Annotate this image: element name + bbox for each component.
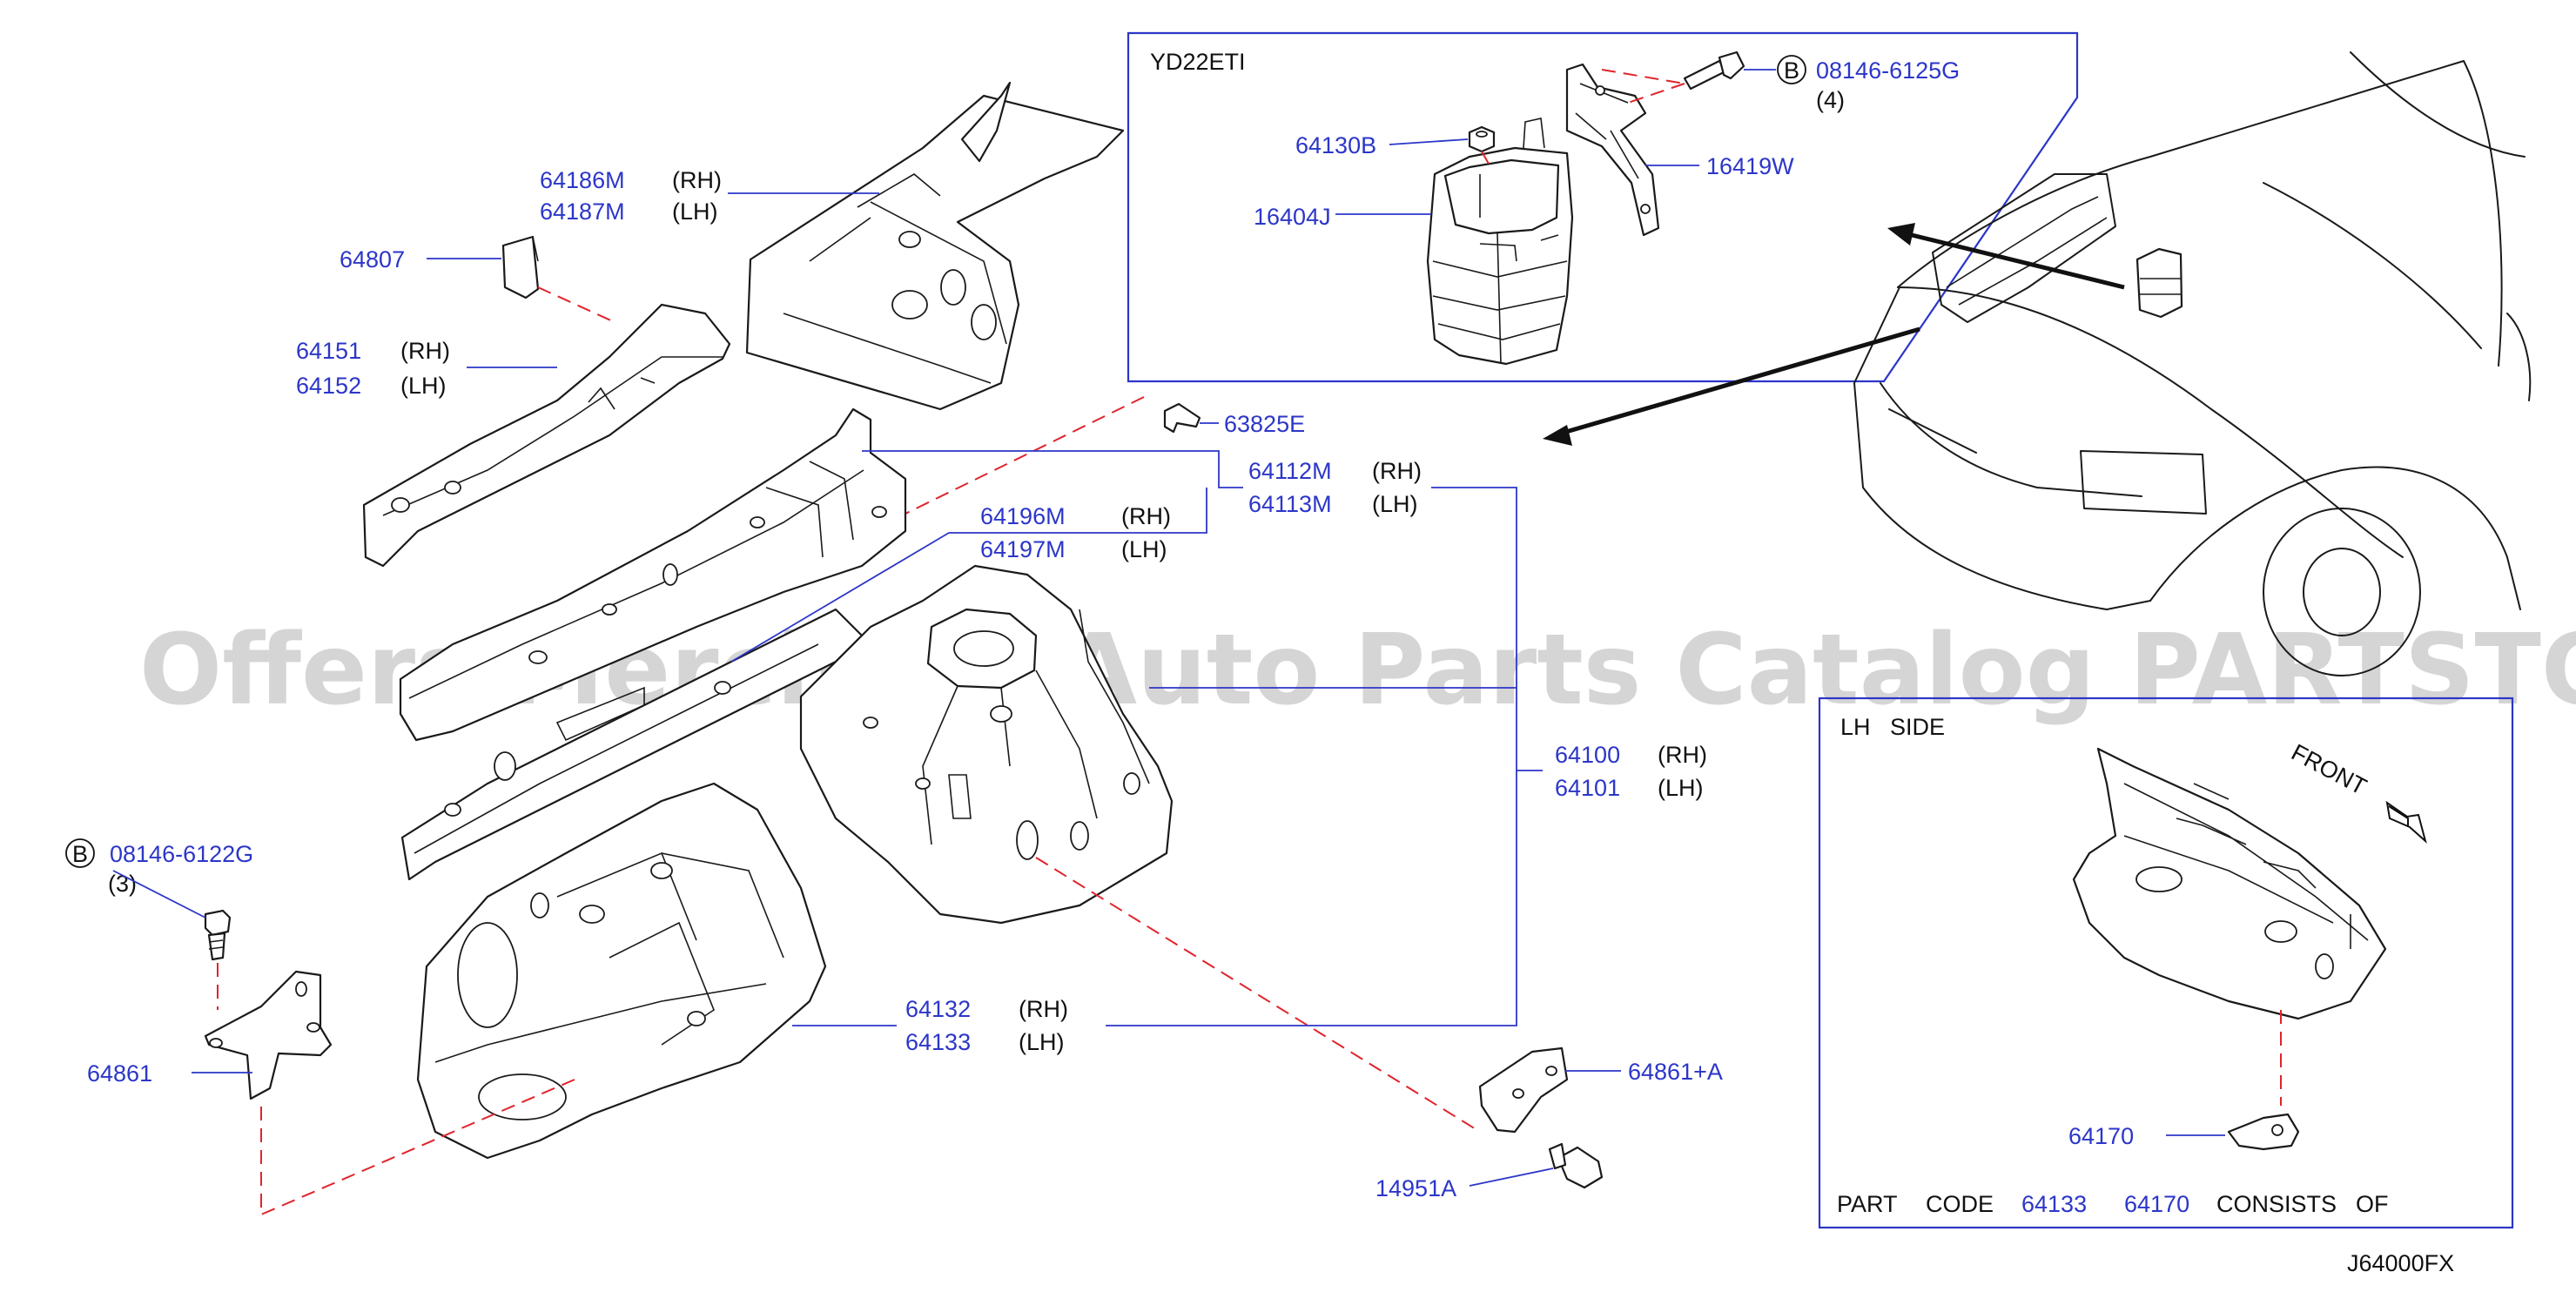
bolt-6122g-callout: B 08146-6122G (3): [65, 838, 253, 919]
note-consists: CONSISTS: [2216, 1191, 2337, 1217]
arrow-head-main: [1543, 425, 1572, 446]
arrow-to-engine-box: [1904, 231, 2125, 290]
part-64170-lh[interactable]: 64170: [2068, 1123, 2134, 1149]
lh-64101: (LH): [1658, 775, 1704, 801]
part-64861a-drawing: [1478, 1046, 1569, 1134]
note-part-64133[interactable]: 64133: [2021, 1191, 2087, 1217]
part-64152[interactable]: 64152: [296, 373, 361, 399]
part-64186m-drawing: [745, 81, 1125, 411]
bolt-6125g-callout: B 08146-6125G (4): [1744, 55, 1960, 113]
part-64861-drawing: [204, 970, 333, 1100]
part-64170-drawing: [2227, 1113, 2300, 1151]
part-63825e-drawing: [1163, 402, 1201, 434]
part-64101[interactable]: 64101: [1555, 775, 1620, 801]
bolt-6122g-drawing: [204, 909, 232, 961]
arrow-head-engine-box: [1887, 223, 1915, 246]
note-of: OF: [2356, 1191, 2389, 1217]
part-14951a[interactable]: 14951A: [1375, 1175, 1456, 1201]
part-64807[interactable]: 64807: [340, 246, 405, 273]
lh-side-title: LH SIDE: [1840, 714, 1945, 740]
rh-64151: (RH): [400, 338, 450, 364]
part-64807-drawing: [501, 235, 540, 299]
dash-64132: [260, 1079, 575, 1216]
part-64132[interactable]: 64132: [905, 996, 971, 1022]
part-64186m[interactable]: 64186M: [540, 167, 625, 193]
vehicle-location-drawing: [1853, 51, 2532, 676]
front-arrow-icon: [2385, 800, 2427, 844]
bracket-64100: [1106, 487, 1543, 1026]
part-64112m-drawing: [399, 407, 907, 742]
front-label: FRONT: [2287, 739, 2371, 800]
part-64130b[interactable]: 64130B: [1295, 132, 1376, 158]
part-64133-lh-drawing: [2072, 747, 2387, 1020]
part-64861[interactable]: 64861: [87, 1060, 152, 1087]
rh-64196m: (RH): [1121, 503, 1171, 529]
part-08146-6122g[interactable]: 08146-6122G: [110, 841, 253, 867]
part-64197m[interactable]: 64197M: [980, 536, 1066, 562]
engine-detail-box: YD22ETI B: [1127, 31, 2079, 383]
part-14951a-drawing: [1548, 1142, 1604, 1189]
part-64113m[interactable]: 64113M: [1248, 491, 1332, 517]
part-63825e[interactable]: 63825E: [1224, 411, 1305, 437]
note-part: PART: [1837, 1191, 1898, 1217]
rh-64186m: (RH): [672, 167, 722, 193]
note-code: CODE: [1926, 1191, 1994, 1217]
arrow-to-main: [1559, 326, 1920, 436]
part-64133[interactable]: 64133: [905, 1029, 971, 1055]
part-64151-drawing: [362, 303, 731, 568]
lh-64113m: (LH): [1372, 491, 1418, 517]
lh-side-box: LH SIDE FRONT 64170 PART CODE 64133 6417…: [1818, 696, 2514, 1229]
rh-64100: (RH): [1658, 742, 1707, 768]
engine-box-title: YD22ETI: [1150, 49, 1246, 75]
diagram-code: J64000FX: [2347, 1250, 2454, 1276]
dash-64807: [537, 286, 615, 323]
bolt-b-symbol: [1777, 55, 1806, 84]
bolt-6125g-drawing: [1683, 50, 1745, 91]
part-64132-drawing: [416, 782, 827, 1160]
leader-64130b: [1389, 138, 1469, 145]
part-64187m[interactable]: 64187M: [540, 199, 625, 225]
engine-box-frame: [1127, 31, 2079, 383]
lh-side-frame: [1818, 696, 2514, 1229]
dash-nut: [1481, 151, 1490, 165]
rh-64132: (RH): [1019, 996, 1068, 1022]
dash-64100-to-14951a: [1035, 857, 1481, 1133]
part-64196m[interactable]: 64196M: [980, 503, 1066, 529]
leader-14951a: [1469, 1168, 1554, 1187]
rh-64112m: (RH): [1372, 458, 1422, 484]
part-64861a[interactable]: 64861+A: [1628, 1059, 1723, 1085]
lh-64197m: (LH): [1121, 536, 1167, 562]
canister-16404j-drawing: [1426, 118, 1574, 366]
note-part-64170[interactable]: 64170: [2124, 1191, 2189, 1217]
lh-64133: (LH): [1019, 1029, 1065, 1055]
lh-64152: (LH): [400, 373, 447, 399]
bracket-16419w-drawing: [1565, 63, 1660, 237]
part-16419w[interactable]: 16419W: [1706, 153, 1794, 179]
nut-64130b-drawing: [1468, 125, 1496, 153]
bolt-qty-4: (4): [1816, 87, 1845, 113]
part-08146-6125g[interactable]: 08146-6125G: [1816, 57, 1960, 84]
bolt-b-letter: B: [1784, 57, 1799, 84]
dash-bolt-bracket: [1601, 69, 1685, 104]
bolt2-b-letter: B: [72, 841, 88, 867]
part-64100-drawing: [799, 564, 1174, 925]
bolt2-b-symbol: [65, 838, 95, 868]
part-64112m[interactable]: 64112M: [1248, 458, 1332, 484]
leader-64196m: [730, 488, 1207, 663]
part-64151[interactable]: 64151: [296, 338, 361, 364]
part-64100[interactable]: 64100: [1555, 742, 1620, 768]
part-16404j[interactable]: 16404J: [1254, 204, 1331, 230]
lh-64187m: (LH): [672, 199, 718, 225]
leader-64112m: [862, 450, 1243, 488]
